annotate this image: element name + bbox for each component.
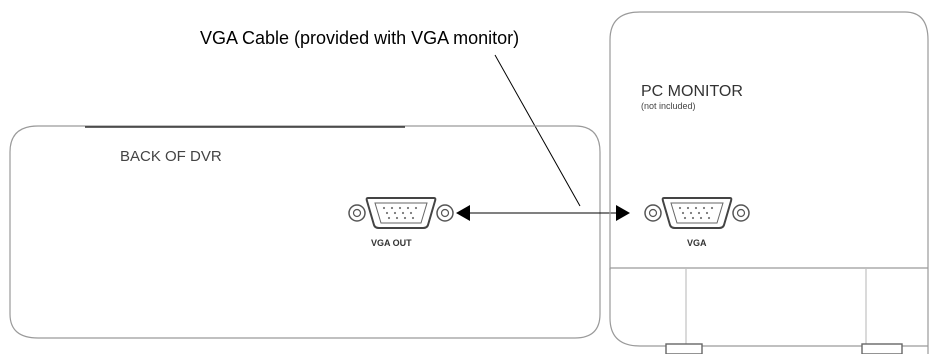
vga-connector-icon	[348, 197, 454, 229]
monitor-port-label: VGA	[687, 238, 707, 248]
monitor-vga-port: VGA	[644, 197, 750, 248]
monitor-title: PC MONITOR	[641, 83, 743, 100]
dvr-vga-out-port: VGA OUT	[348, 197, 454, 248]
cable-label: VGA Cable (provided with VGA monitor)	[200, 28, 519, 48]
dvr-port-label: VGA OUT	[371, 238, 412, 248]
stand-foot-right	[861, 343, 903, 354]
monitor-stand	[609, 268, 928, 354]
vga-connector-icon	[644, 197, 750, 229]
dvr-title: BACK OF DVR	[120, 148, 222, 165]
arrow-right-icon	[616, 205, 630, 221]
dvr-outline	[9, 125, 601, 339]
dvr-back-panel: BACK OF DVR	[9, 125, 601, 339]
pc-monitor: PC MONITOR (not included)	[609, 11, 929, 354]
arrow-left-icon	[456, 205, 470, 221]
monitor-top-outline	[609, 11, 929, 354]
stand-foot-left	[665, 343, 703, 354]
cable-pointer-line	[494, 54, 581, 207]
cable-arrow	[456, 205, 630, 221]
stand-outline	[609, 268, 928, 347]
monitor-subtitle: (not included)	[641, 101, 696, 111]
